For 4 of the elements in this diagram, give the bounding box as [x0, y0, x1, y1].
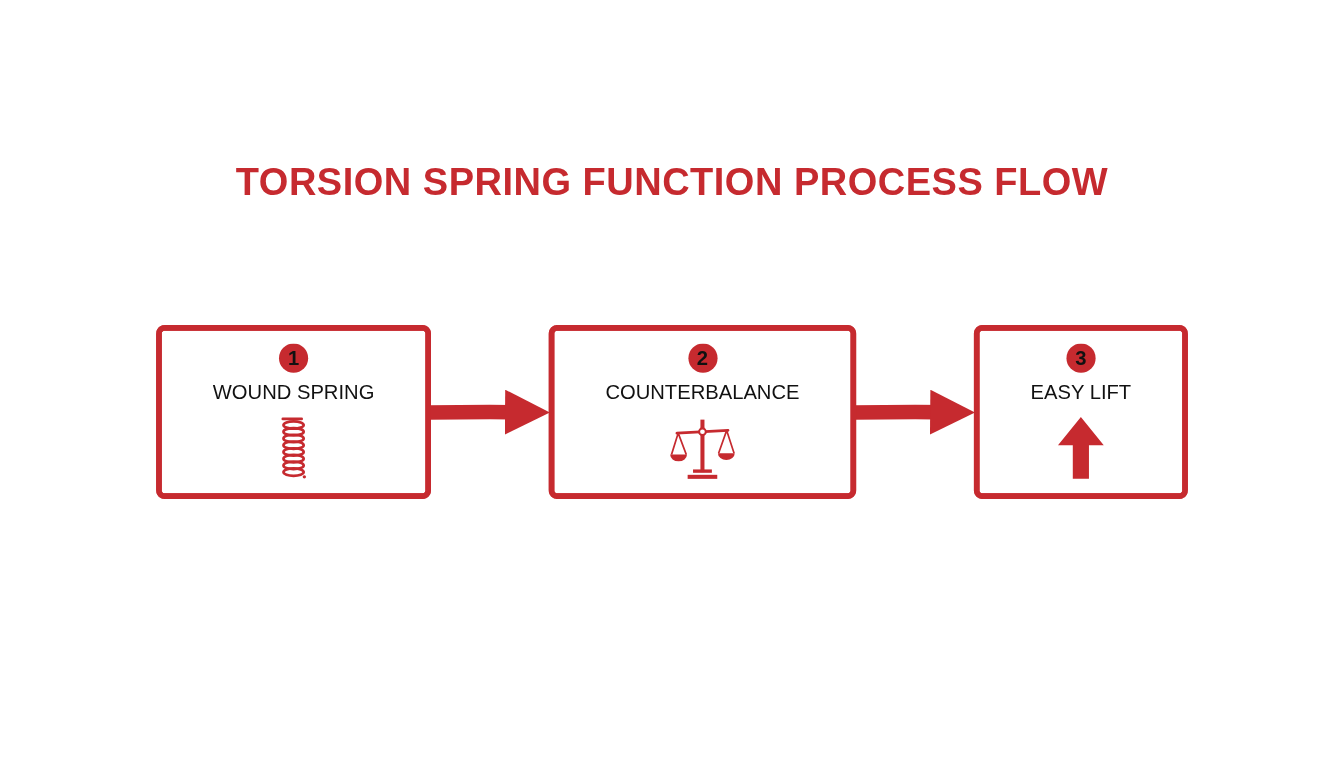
node-label: EASY LIFT	[1030, 380, 1132, 404]
node-label: COUNTERBALANCE	[605, 380, 800, 404]
node-label: WOUND SPRING	[212, 380, 375, 404]
title: TORSION SPRING FUNCTION PROCESS FLOW	[235, 160, 1109, 205]
